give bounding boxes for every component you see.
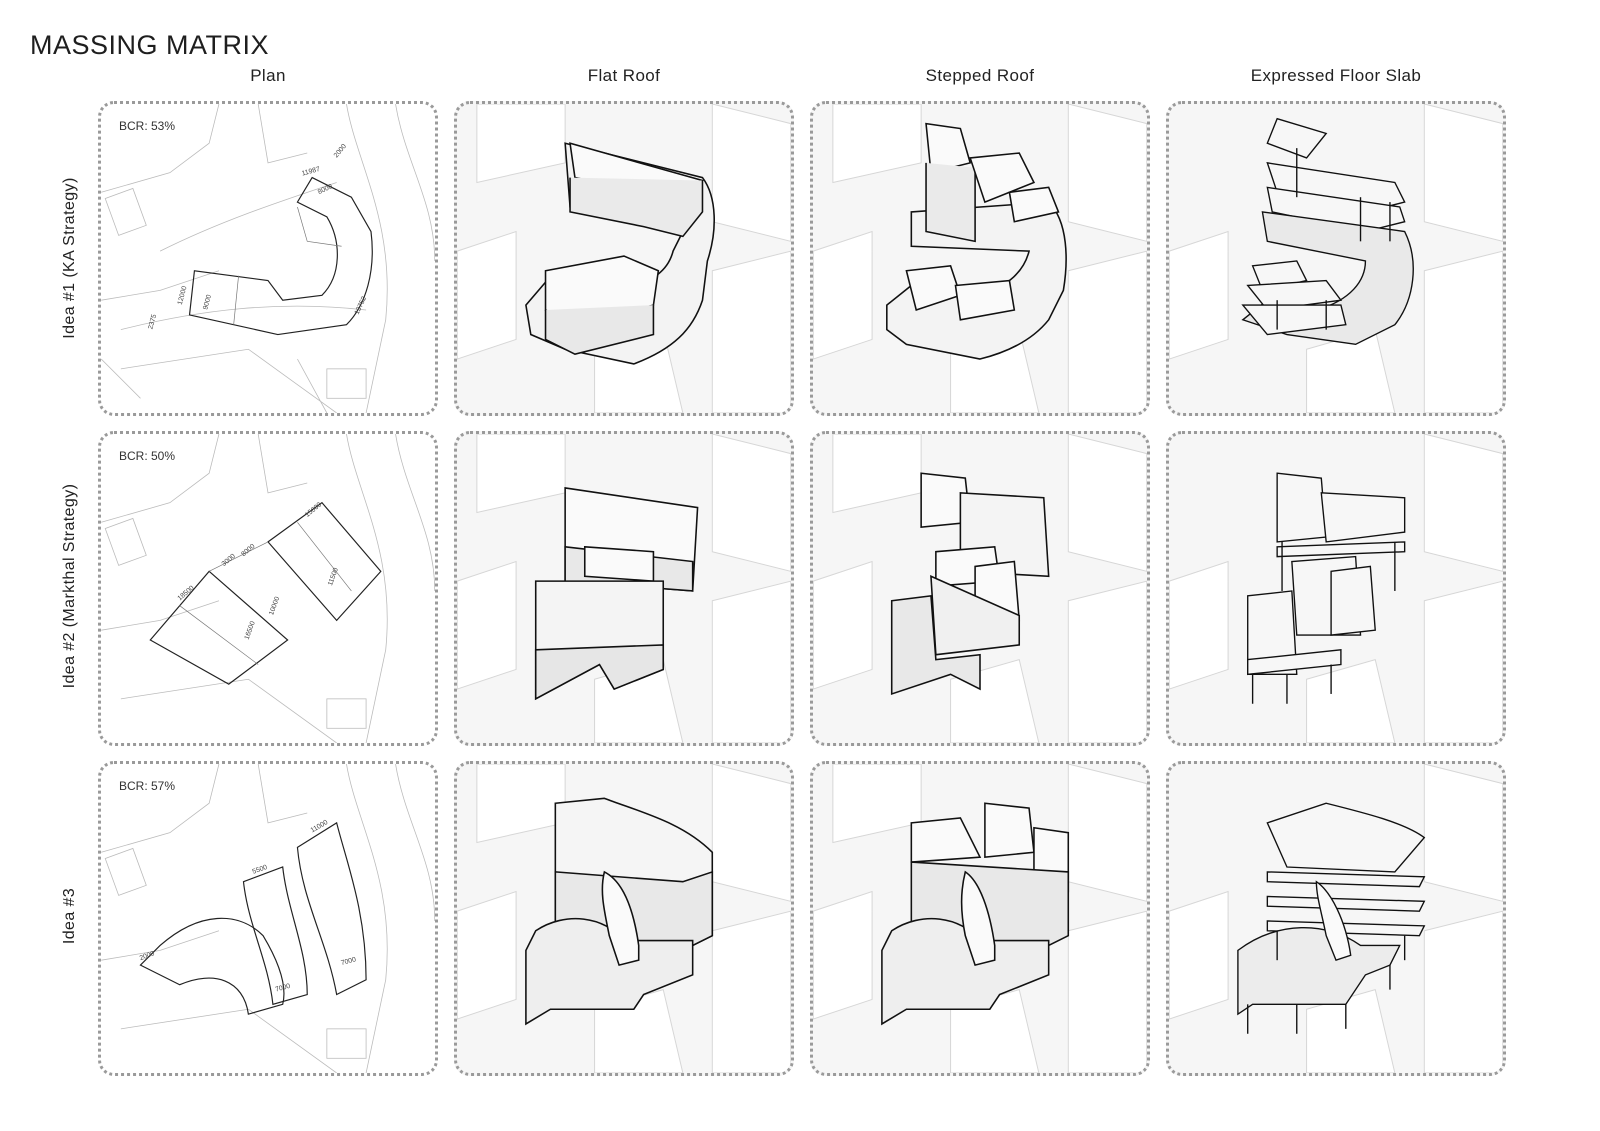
massing-idea-1-flat-roof bbox=[454, 101, 794, 416]
column-header-stepped-roof: Stepped Roof bbox=[925, 66, 1035, 85]
row-header-idea-1: Idea #1 (KA Strategy) bbox=[61, 177, 78, 339]
svg-text:18500: 18500 bbox=[177, 585, 196, 603]
massing-model bbox=[813, 104, 1147, 413]
svg-text:11500: 11500 bbox=[327, 567, 340, 587]
svg-text:8000: 8000 bbox=[240, 543, 256, 558]
plan-drawing: 11987 2000 8000 12000 9000 2375 13752 bbox=[101, 104, 435, 413]
massing-idea-2-flat-roof bbox=[454, 431, 794, 746]
svg-text:3000: 3000 bbox=[221, 553, 237, 568]
row-header-idea-2: Idea #2 (Markthal Strategy) bbox=[61, 483, 78, 689]
svg-text:12000: 12000 bbox=[177, 285, 189, 305]
plan-drawing: 15000 3000 8000 11500 16500 10000 18500 bbox=[101, 434, 435, 743]
svg-text:7000: 7000 bbox=[275, 983, 292, 994]
massing-idea-2-stepped-roof bbox=[810, 431, 1150, 746]
plan-idea-1: 11987 2000 8000 12000 9000 2375 13752 BC… bbox=[98, 101, 438, 416]
bcr-label: BCR: 57% bbox=[117, 778, 178, 794]
column-header-flat-roof: Flat Roof bbox=[587, 66, 661, 85]
svg-text:2000: 2000 bbox=[333, 143, 348, 159]
svg-text:2000: 2000 bbox=[139, 950, 156, 962]
massing-model bbox=[813, 434, 1147, 743]
massing-model bbox=[1169, 104, 1503, 413]
massing-idea-2-expressed-floor-slab bbox=[1166, 431, 1506, 746]
svg-text:16500: 16500 bbox=[244, 620, 257, 640]
bcr-label: BCR: 53% bbox=[117, 118, 178, 134]
svg-text:7000: 7000 bbox=[340, 956, 357, 967]
svg-text:9000: 9000 bbox=[202, 294, 213, 311]
svg-text:10000: 10000 bbox=[268, 596, 281, 616]
massing-idea-3-expressed-floor-slab bbox=[1166, 761, 1506, 1076]
massing-idea-3-stepped-roof bbox=[810, 761, 1150, 1076]
column-header-expressed-floor-slab: Expressed Floor Slab bbox=[1250, 66, 1422, 85]
svg-text:5500: 5500 bbox=[252, 864, 269, 876]
massing-idea-3-flat-roof bbox=[454, 761, 794, 1076]
massing-model bbox=[1169, 434, 1503, 743]
svg-text:15000: 15000 bbox=[304, 501, 323, 519]
row-header-idea-3: Idea #3 bbox=[61, 887, 78, 945]
massing-idea-1-expressed-floor-slab bbox=[1166, 101, 1506, 416]
massing-model bbox=[457, 104, 791, 413]
plan-drawing: 11000 5500 7000 2000 7000 bbox=[101, 764, 435, 1073]
svg-text:11000: 11000 bbox=[310, 819, 330, 834]
bcr-label: BCR: 50% bbox=[117, 448, 178, 464]
massing-model bbox=[457, 764, 791, 1073]
column-header-plan: Plan bbox=[250, 66, 286, 85]
svg-text:13752: 13752 bbox=[354, 295, 368, 315]
massing-idea-1-stepped-roof bbox=[810, 101, 1150, 416]
plan-idea-2: 15000 3000 8000 11500 16500 10000 18500 … bbox=[98, 431, 438, 746]
massing-model bbox=[457, 434, 791, 743]
plan-idea-3: 11000 5500 7000 2000 7000 BCR: 57% bbox=[98, 761, 438, 1076]
svg-text:2375: 2375 bbox=[147, 313, 158, 330]
page-title: MASSING MATRIX bbox=[30, 30, 270, 60]
massing-model bbox=[813, 764, 1147, 1073]
svg-text:8000: 8000 bbox=[317, 183, 334, 196]
massing-model bbox=[1169, 764, 1503, 1073]
svg-text:11987: 11987 bbox=[301, 166, 321, 178]
